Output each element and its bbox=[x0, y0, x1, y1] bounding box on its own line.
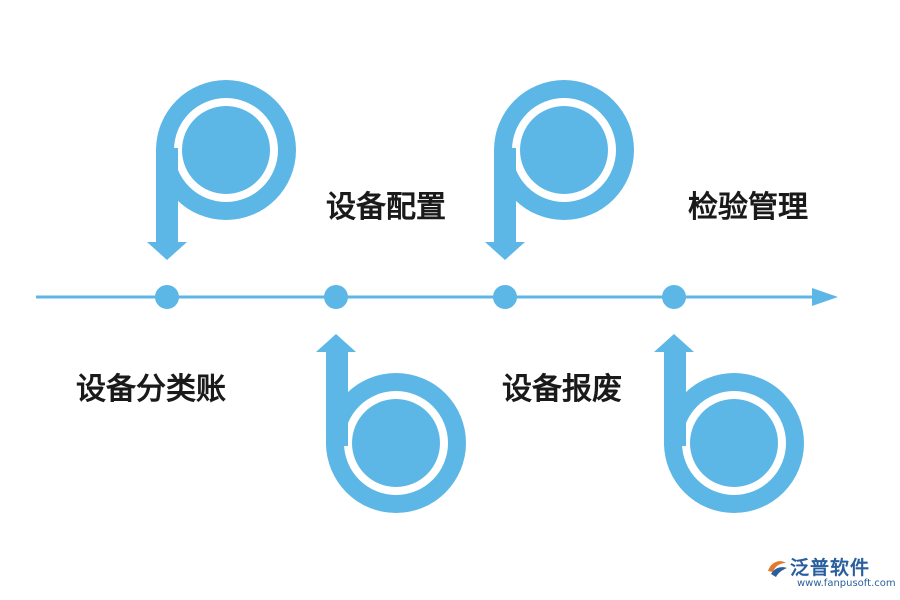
b-arrow-icon bbox=[654, 334, 804, 513]
timeline-arrowhead-icon bbox=[812, 288, 838, 306]
watermark-brand-name: 泛普软件 bbox=[790, 557, 871, 579]
timeline-node bbox=[493, 285, 517, 309]
brand-logo-icon bbox=[768, 561, 787, 577]
step-label-equipment-config: 设备配置 bbox=[326, 190, 446, 225]
timeline-node bbox=[324, 285, 348, 309]
step-label-equipment-ledger: 设备分类账 bbox=[76, 372, 226, 407]
timeline-node bbox=[662, 285, 686, 309]
watermark: 泛普软件 www.fanpusoft.com bbox=[765, 553, 896, 593]
p-arrow-icon bbox=[147, 80, 296, 260]
step-label-equipment-scrap: 设备报废 bbox=[502, 372, 622, 407]
p-arrow-icon bbox=[485, 80, 634, 260]
timeline-node bbox=[155, 285, 179, 309]
step-label-inspection-mgmt: 检验管理 bbox=[688, 190, 808, 225]
b-arrow-icon bbox=[316, 334, 466, 513]
watermark-url: www.fanpusoft.com bbox=[797, 578, 896, 589]
